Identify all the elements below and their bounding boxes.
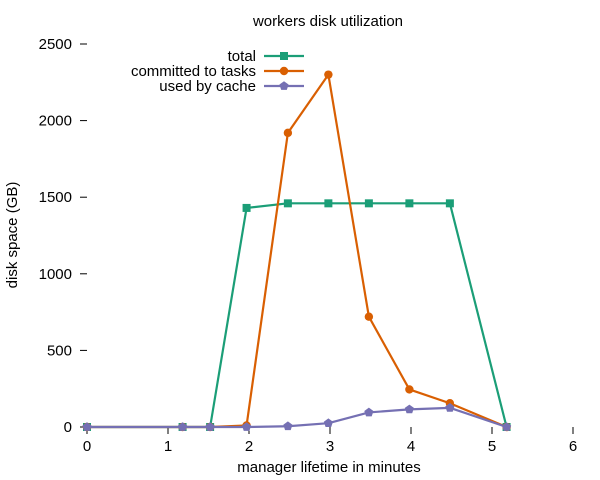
series-total <box>83 199 511 431</box>
data-point-circle <box>324 70 333 79</box>
legend-label: used by cache <box>159 78 256 95</box>
data-point-square <box>445 199 454 208</box>
series-used-by-cache <box>82 403 512 431</box>
data-point-square <box>405 199 414 208</box>
y-tick-label: 1500 <box>39 189 72 206</box>
data-point-square <box>364 199 373 208</box>
data-point-circle <box>279 66 289 76</box>
data-point-pentagon <box>283 421 293 431</box>
data-point-pentagon <box>242 422 252 431</box>
x-tick-label: 3 <box>326 438 334 455</box>
x-tick-label: 6 <box>569 438 577 455</box>
data-point-square <box>324 199 333 208</box>
x-tick-label: 5 <box>488 438 496 455</box>
data-point-circle <box>364 312 374 321</box>
series-layer <box>82 70 512 432</box>
data-point-circle <box>283 128 293 138</box>
y-axis-label: disk space (GB) <box>4 182 21 289</box>
x-tick-label: 0 <box>83 438 91 455</box>
y-tick-label: 2500 <box>39 36 72 53</box>
y-tick-label: 0 <box>64 419 72 436</box>
data-point-pentagon <box>502 422 512 431</box>
data-point-square <box>283 199 292 208</box>
data-point-pentagon <box>364 407 374 417</box>
x-tick-label: 1 <box>164 438 172 455</box>
data-point-pentagon <box>445 403 455 412</box>
data-point-pentagon <box>82 422 92 431</box>
data-point-pentagon <box>178 422 188 431</box>
data-point-square <box>242 203 251 212</box>
y-tick-label: 1000 <box>39 266 72 283</box>
data-point-circle <box>405 385 414 394</box>
legend-label: committed to tasks <box>131 63 256 80</box>
x-tick-label: 4 <box>407 438 415 455</box>
y-tick-label: 2000 <box>39 113 72 130</box>
legend-label: total <box>228 48 256 65</box>
x-tick-label: 2 <box>245 438 253 455</box>
axes: 0 500 1000 1500 2000 2500 0 1 2 3 4 5 6 <box>39 36 578 455</box>
data-point-pentagon <box>323 418 333 428</box>
series-line <box>87 202 508 429</box>
series-line <box>87 73 508 429</box>
chart-title: workers disk utilization <box>252 13 403 30</box>
series-line <box>87 406 507 429</box>
series-committed-to-tasks <box>82 70 511 432</box>
data-point-pentagon <box>404 404 414 414</box>
y-tick-label: 500 <box>47 342 72 359</box>
data-point-pentagon <box>205 422 215 431</box>
x-axis-label: manager lifetime in minutes <box>237 459 420 476</box>
data-point-square <box>280 52 288 60</box>
data-point-pentagon <box>279 81 289 90</box>
